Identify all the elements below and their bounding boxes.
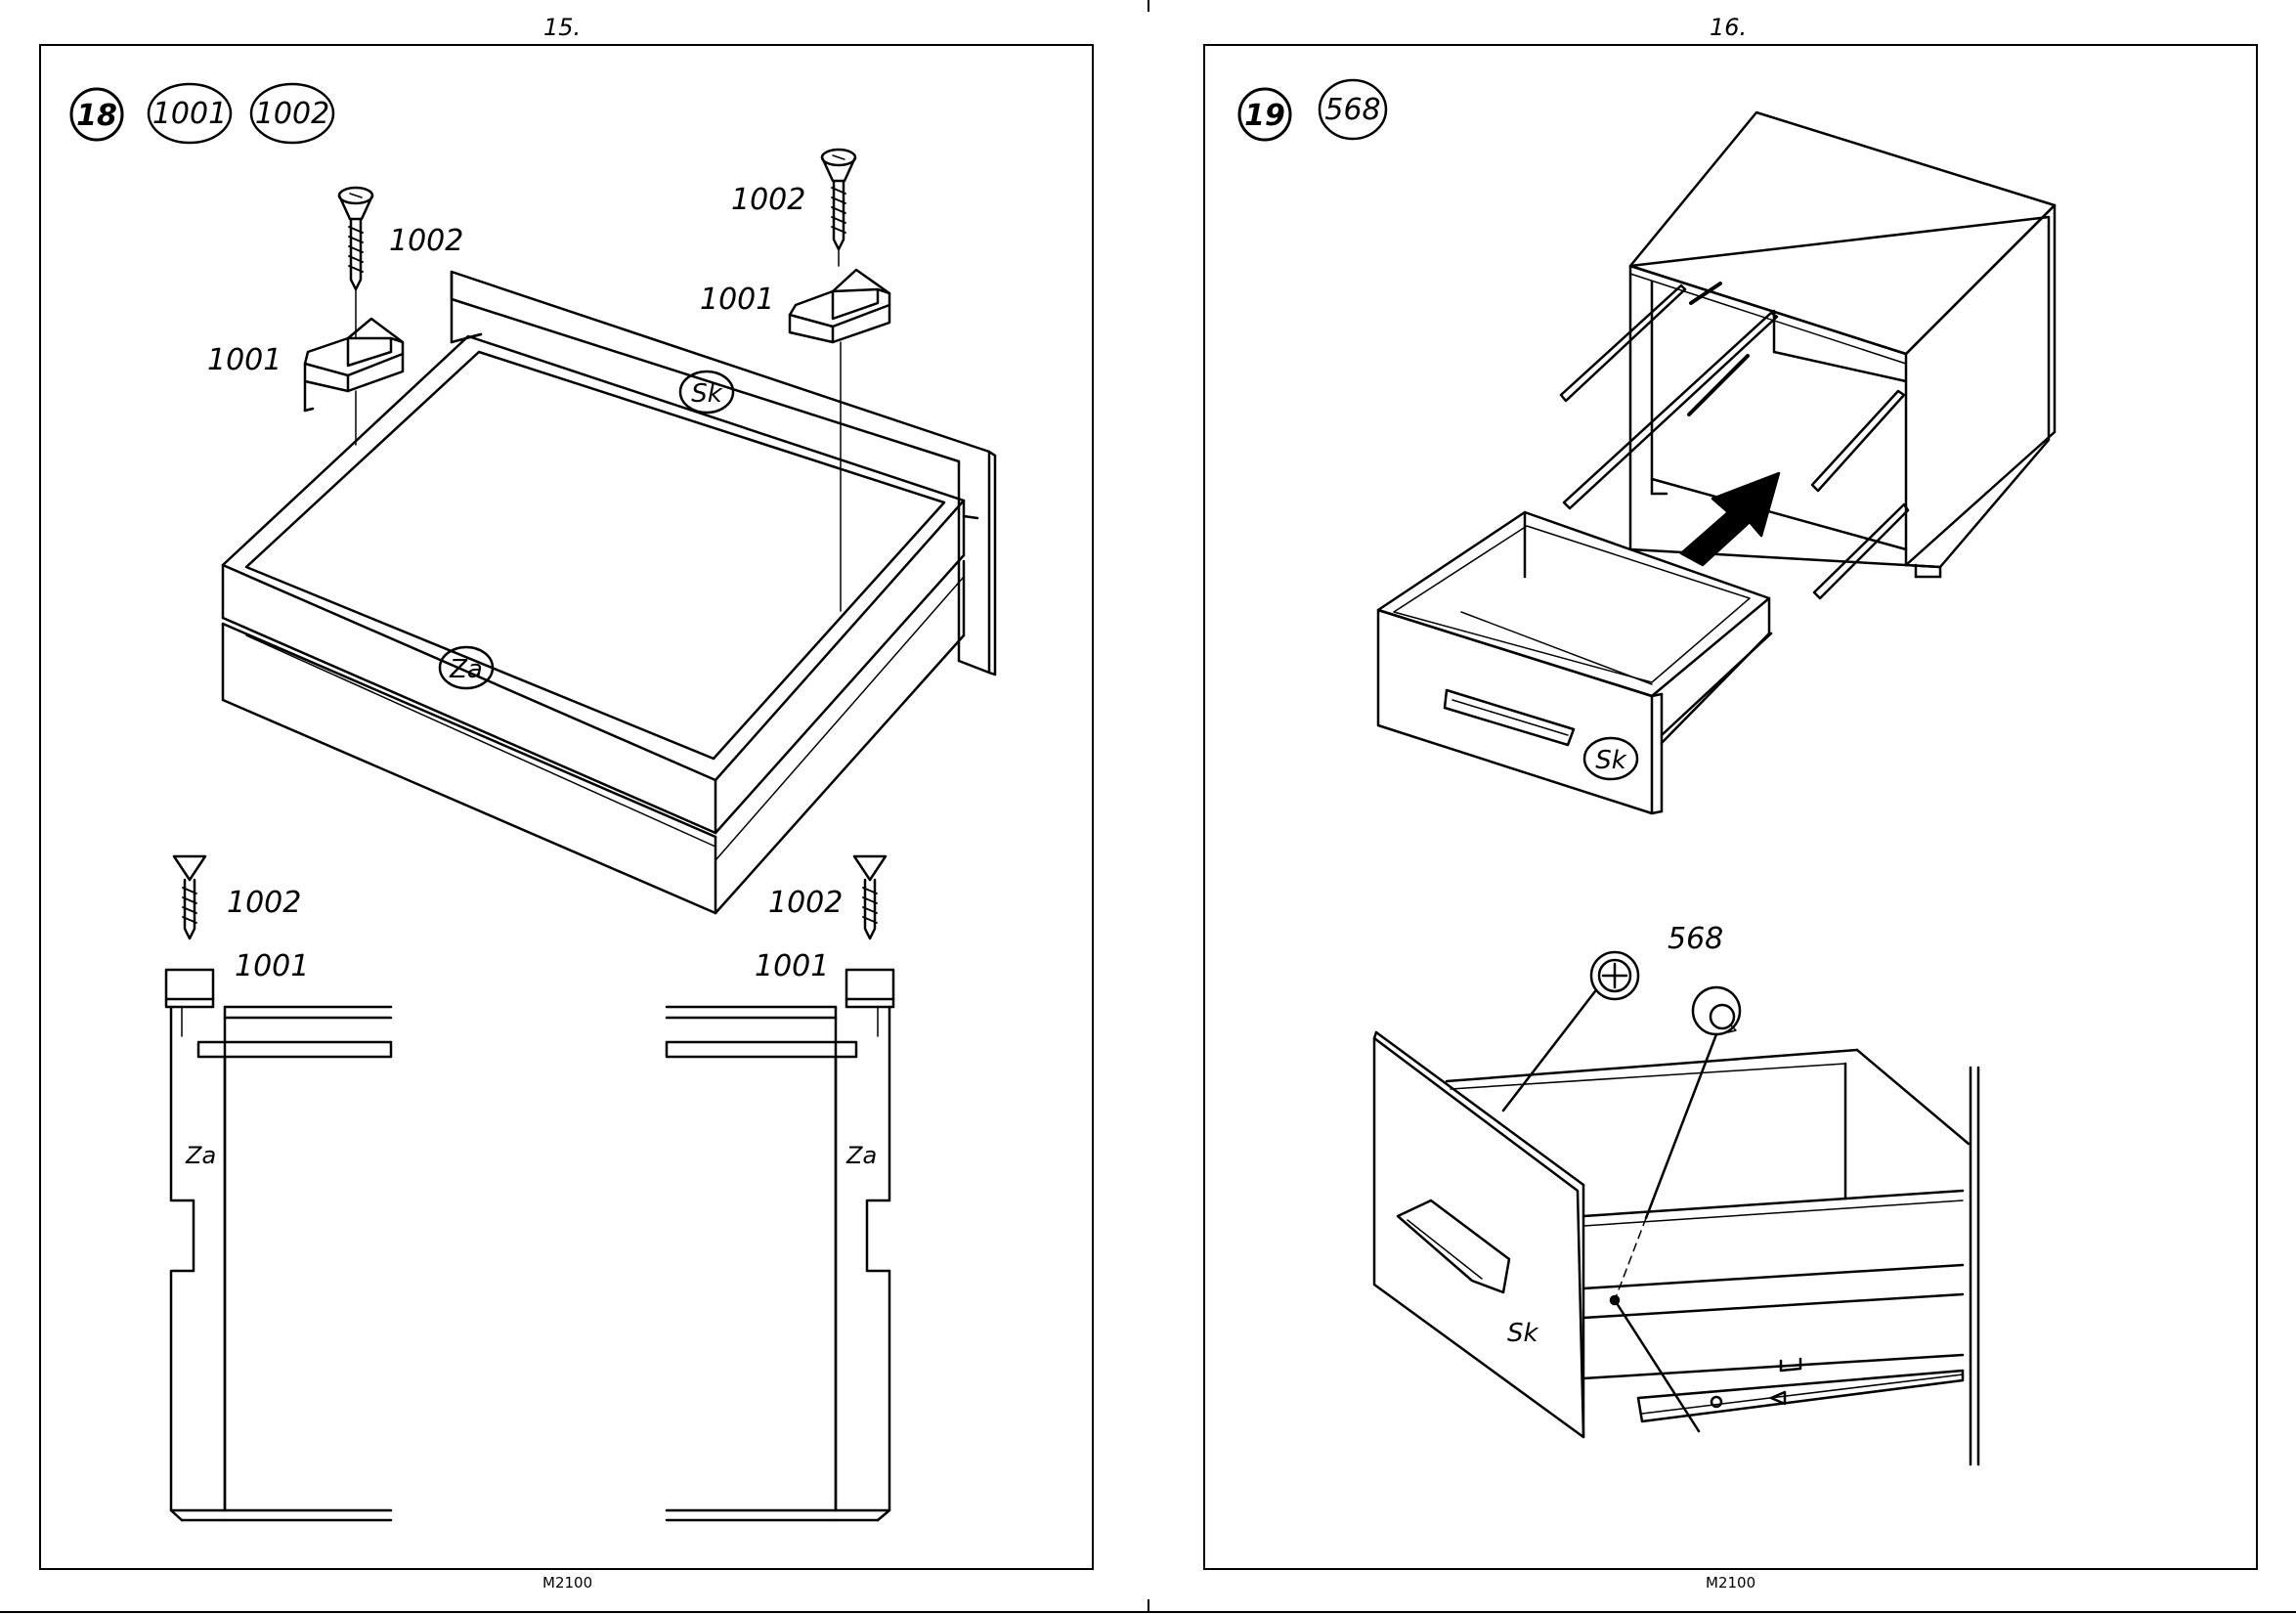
part-label: 1002 xyxy=(255,97,329,131)
callout-screw: 1002 xyxy=(389,224,463,258)
drawer-box-isometric xyxy=(223,272,995,913)
callout-bracket: 1001 xyxy=(700,283,774,317)
cabinet-isometric xyxy=(1561,112,2055,598)
screw-icon xyxy=(339,188,372,337)
panel-label: Za xyxy=(449,655,483,684)
callout-bracket: 1001 xyxy=(235,949,309,983)
callout-screw: 1002 xyxy=(227,886,301,920)
callout-screw: 1002 xyxy=(731,183,805,217)
panel-label: Sk xyxy=(1507,1319,1539,1348)
part-label: 1001 xyxy=(152,97,227,131)
callout-bracket: 1001 xyxy=(755,949,829,983)
part-label: 568 xyxy=(1324,93,1380,127)
bracket-icon xyxy=(305,319,403,445)
side-label: Za xyxy=(185,1142,216,1169)
panel-label: Sk xyxy=(1595,746,1627,775)
step-number: 18 xyxy=(76,99,117,133)
drawer-detail xyxy=(1374,952,1978,1464)
step-18-header: 18 1001 1002 xyxy=(71,84,333,143)
panel-label: Sk xyxy=(691,379,723,409)
step-19-header: 19 568 xyxy=(1239,80,1386,140)
callout-bracket: 1001 xyxy=(207,343,282,377)
bracket-icon xyxy=(790,270,889,611)
step-number: 19 xyxy=(1244,99,1285,133)
callout-part: 568 xyxy=(1668,922,1723,956)
callout-screw: 1002 xyxy=(768,886,843,920)
side-label: Za xyxy=(845,1142,877,1169)
screw-icon xyxy=(822,150,855,266)
